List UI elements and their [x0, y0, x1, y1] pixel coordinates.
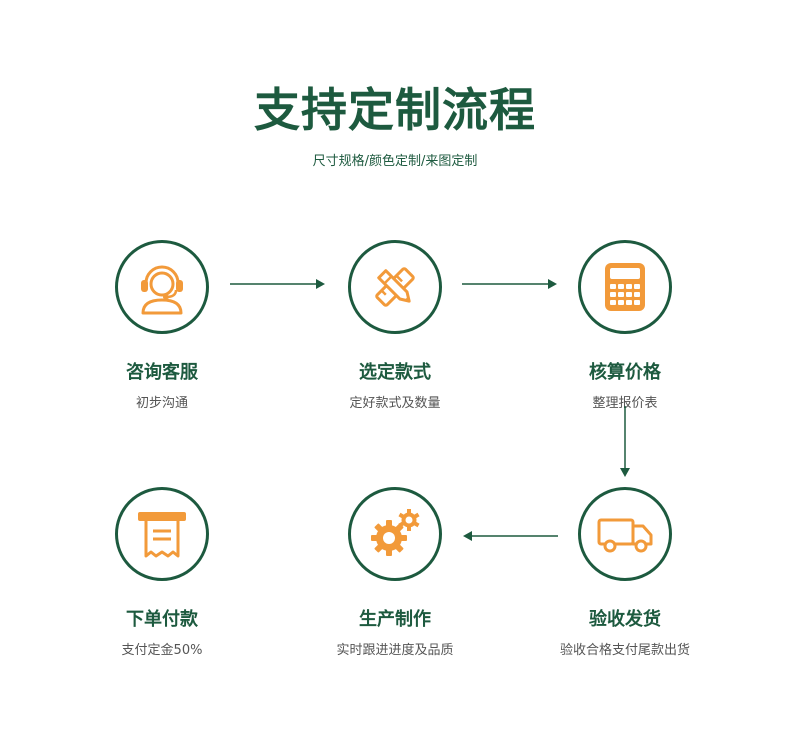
gears-icon — [371, 509, 420, 556]
calculator-icon — [605, 263, 645, 311]
step-select-style: 选定款式 定好款式及数量 — [295, 240, 495, 411]
pencil-ruler-icon — [375, 267, 415, 307]
step-order-payment: 下单付款 支付定金50% — [62, 487, 262, 658]
step-inspect-ship: 验收发货 验收合格支付尾款出货 — [525, 487, 725, 658]
arrow-right-icon — [462, 278, 558, 290]
step-icon-circle — [115, 240, 209, 334]
step-title: 咨询客服 — [126, 362, 198, 383]
headset-agent-icon — [141, 265, 183, 315]
step-icon-circle — [348, 487, 442, 581]
step-title: 核算价格 — [589, 362, 661, 383]
step-desc: 定好款式及数量 — [349, 396, 441, 411]
step-icon-circle — [578, 487, 672, 581]
step-icon-circle — [348, 240, 442, 334]
delivery-truck-icon — [597, 518, 653, 553]
step-icon-circle — [115, 487, 209, 581]
arrow-right-icon — [230, 278, 326, 290]
step-consult: 咨询客服 初步沟通 — [62, 240, 262, 411]
step-title: 生产制作 — [359, 609, 431, 630]
step-desc: 整理报价表 — [592, 396, 658, 411]
step-desc: 实时跟进进度及品质 — [336, 643, 454, 658]
step-title: 下单付款 — [126, 609, 198, 630]
receipt-icon — [138, 512, 186, 558]
step-icon-circle — [578, 240, 672, 334]
step-production: 生产制作 实时跟进进度及品质 — [295, 487, 495, 658]
page-subtitle: 尺寸规格/颜色定制/来图定制 — [312, 154, 478, 169]
step-desc: 初步沟通 — [135, 396, 188, 411]
step-title: 验收发货 — [589, 609, 661, 630]
arrow-down-icon — [619, 406, 631, 478]
step-desc: 验收合格支付尾款出货 — [559, 643, 690, 658]
step-desc: 支付定金50% — [121, 643, 203, 658]
step-calculate-price: 核算价格 整理报价表 — [525, 240, 725, 411]
page-title: 支持定制流程 — [254, 83, 536, 137]
arrow-left-icon — [462, 530, 558, 542]
step-title: 选定款式 — [359, 362, 431, 383]
